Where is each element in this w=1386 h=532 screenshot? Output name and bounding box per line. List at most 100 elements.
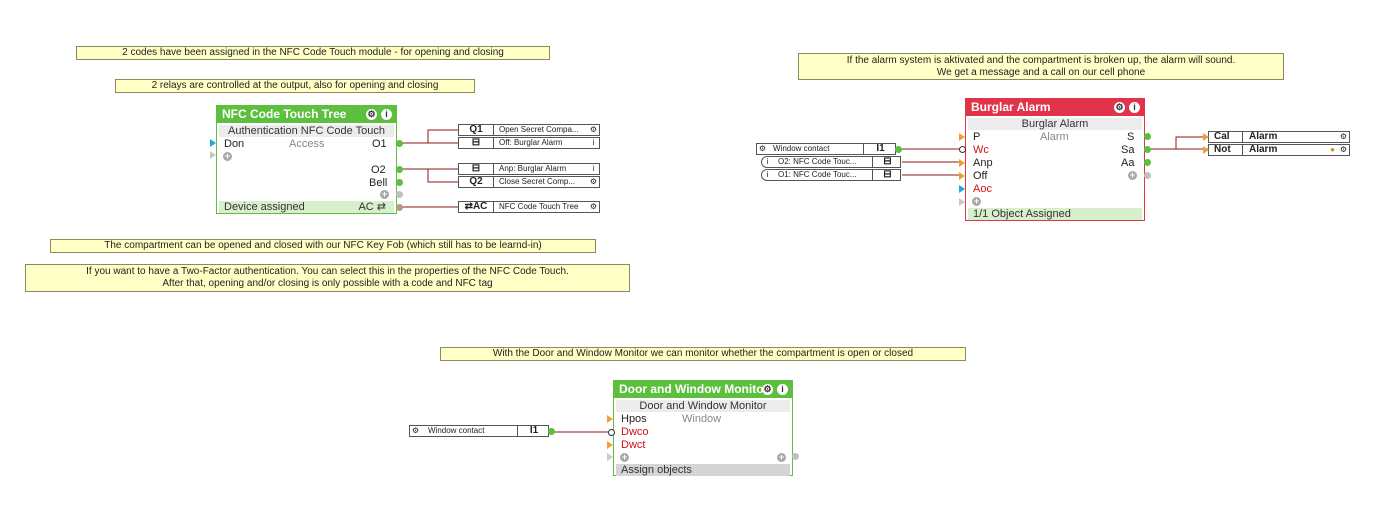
input-port-dwct[interactable]: [607, 441, 613, 449]
nfc-block-subtitle: Authentication NFC Code Touch: [219, 125, 394, 137]
output-port-add[interactable]: [792, 453, 799, 460]
output-port-aa[interactable]: [1144, 159, 1151, 166]
output-port-ac[interactable]: [396, 204, 403, 211]
input-port-aoc[interactable]: [959, 185, 965, 193]
door-block-title: Door and Window Monitor: [619, 382, 769, 396]
input-dwct-label: Dwct: [621, 439, 646, 451]
gear-icon[interactable]: ⚙: [589, 125, 598, 134]
gear-icon[interactable]: ⚙: [1114, 102, 1125, 113]
info-icon[interactable]: i: [592, 138, 595, 147]
input-port-hpos[interactable]: [607, 415, 613, 423]
door-input-window-contact[interactable]: ⚙ Window contact I1: [409, 425, 549, 437]
nfc-footer-label: Device assigned: [224, 201, 305, 213]
alarm-output-cal-port[interactable]: [1203, 133, 1209, 141]
output-o2-label: O2: [371, 164, 386, 176]
alarm-input-window-contact-port[interactable]: [895, 146, 902, 153]
nfc-output-anp[interactable]: ⊟ Anp: Burglar Alarm i: [458, 163, 600, 175]
add-input-icon[interactable]: +: [223, 151, 232, 161]
output-sa-label: Sa: [1121, 144, 1135, 156]
gear-icon[interactable]: ⚙: [1339, 132, 1348, 141]
output-port-add[interactable]: [1144, 172, 1151, 179]
input-name: O2: NFC Code Touc...: [778, 157, 857, 166]
alarm-output-not[interactable]: Not Alarm ● ⚙: [1208, 144, 1350, 156]
info-icon[interactable]: i: [777, 384, 788, 395]
gear-icon[interactable]: ⚙: [589, 202, 598, 211]
input-p-label: P: [973, 131, 981, 143]
nfc-block-header[interactable]: NFC Code Touch Tree ⚙ i: [217, 106, 396, 123]
gear-icon[interactable]: ⚙: [758, 144, 767, 153]
gear-icon[interactable]: ⚙: [762, 384, 773, 395]
alarm-output-cal[interactable]: Cal Alarm ⚙: [1208, 131, 1350, 143]
nfc-block-footer[interactable]: Device assigned AC ⇄: [219, 201, 394, 213]
add-input-icon[interactable]: +: [620, 452, 629, 462]
output-tag: Not: [1209, 145, 1243, 155]
input-name: Window contact: [773, 144, 830, 153]
alarm-block-footer[interactable]: 1/1 Object Assigned: [968, 208, 1142, 220]
output-s-label: S: [1127, 131, 1135, 143]
door-window-monitor-block[interactable]: Door and Window Monitor ⚙ i Door and Win…: [613, 380, 793, 476]
input-aoc-label: Aoc: [973, 183, 992, 195]
nfc-output-q1[interactable]: Q1 Open Secret Compa... ⚙: [458, 124, 600, 136]
output-name: Close Secret Comp...: [499, 177, 576, 186]
add-input-icon[interactable]: +: [972, 196, 981, 206]
output-port-bell[interactable]: [396, 179, 403, 186]
output-tag: Q2: [459, 177, 494, 187]
info-icon[interactable]: i: [766, 170, 769, 179]
alarm-block-center-label: Alarm: [1040, 131, 1069, 143]
note-nfc-relays: 2 relays are controlled at the output, a…: [115, 79, 475, 93]
note-key-fob: The compartment can be opened and closed…: [50, 239, 596, 253]
nfc-block-center-label: Access: [289, 138, 325, 150]
output-port-s[interactable]: [1144, 133, 1151, 140]
nfc-code-touch-block[interactable]: NFC Code Touch Tree ⚙ i Authentication N…: [216, 105, 397, 214]
add-output-icon[interactable]: +: [380, 189, 389, 199]
input-off-label: Off: [973, 170, 988, 182]
output-o1-label: O1: [372, 138, 387, 150]
input-dwco-label: Dwco: [621, 426, 649, 438]
info-icon[interactable]: i: [381, 109, 392, 120]
alarm-output-not-port[interactable]: [1203, 146, 1209, 154]
output-port-o2[interactable]: [396, 166, 403, 173]
info-icon[interactable]: i: [1129, 102, 1140, 113]
input-port-dwco[interactable]: [608, 429, 615, 436]
note-two-factor-line-2: After that, opening and/or closing is on…: [162, 278, 493, 289]
gear-icon[interactable]: ⚙: [1339, 145, 1348, 154]
input-port-wc[interactable]: [959, 146, 966, 153]
door-block-footer[interactable]: Assign objects: [616, 464, 790, 476]
input-port-add[interactable]: [210, 151, 216, 159]
input-port-off[interactable]: [959, 172, 965, 180]
door-input-window-contact-port[interactable]: [548, 428, 555, 435]
output-name: Off: Burglar Alarm: [499, 138, 563, 147]
input-port-p[interactable]: [959, 133, 965, 141]
door-block-header[interactable]: Door and Window Monitor ⚙ i: [614, 381, 792, 398]
input-port-don[interactable]: [210, 139, 216, 147]
gear-icon[interactable]: ⚙: [411, 426, 420, 435]
note-door-monitor: With the Door and Window Monitor we can …: [440, 347, 966, 361]
input-tag: I1: [863, 144, 897, 154]
nfc-output-ac[interactable]: ⇄AC NFC Code Touch Tree ⚙: [458, 201, 600, 213]
output-name: Anp: Burglar Alarm: [499, 164, 567, 173]
info-icon[interactable]: i: [592, 164, 595, 173]
alarm-block-header[interactable]: Burglar Alarm ⚙ i: [966, 99, 1144, 116]
add-output-icon[interactable]: +: [777, 452, 786, 462]
output-port-o1[interactable]: [396, 140, 403, 147]
nfc-output-q2[interactable]: Q2 Close Secret Comp... ⚙: [458, 176, 600, 188]
input-port-add[interactable]: [959, 198, 965, 206]
gear-icon[interactable]: ⚙: [366, 109, 377, 120]
nfc-output-off[interactable]: ⊟ Off: Burglar Alarm i: [458, 137, 600, 149]
status-icon: ●: [1330, 145, 1335, 154]
output-port-sa[interactable]: [1144, 146, 1151, 153]
output-port-add[interactable]: [396, 191, 403, 198]
burglar-alarm-block[interactable]: Burglar Alarm ⚙ i Burglar Alarm P Alarm …: [965, 98, 1145, 221]
input-port-add[interactable]: [607, 453, 613, 461]
info-icon[interactable]: i: [766, 157, 769, 166]
gear-icon[interactable]: ⚙: [589, 177, 598, 186]
alarm-input-window-contact[interactable]: ⚙ Window contact I1: [756, 143, 896, 155]
input-port-anp[interactable]: [959, 159, 965, 167]
alarm-input-o2[interactable]: i O2: NFC Code Touc... ⊟: [761, 156, 901, 168]
output-name: Alarm: [1249, 132, 1278, 142]
alarm-input-o1[interactable]: i O1: NFC Code Touc... ⊟: [761, 169, 901, 181]
input-don-label: Don: [224, 138, 245, 150]
note-alarm-line-2: We get a message and a call on our cell …: [936, 67, 1146, 78]
note-alarm: If the alarm system is aktivated and the…: [798, 53, 1284, 80]
add-output-icon[interactable]: +: [1128, 170, 1137, 180]
